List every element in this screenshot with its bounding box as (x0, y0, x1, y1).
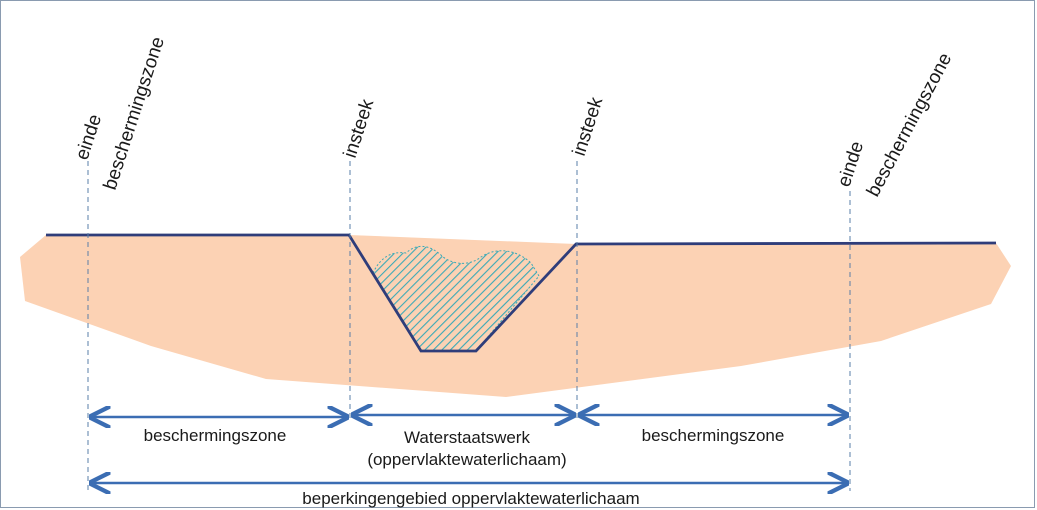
label-beperkingengebied: beperkingengebied oppervlaktewaterlichaa… (302, 489, 639, 508)
label-waterstaatswerk: Waterstaatswerk (404, 428, 530, 447)
label-right-insteek: insteek (569, 94, 608, 158)
ground-surface-line (46, 233, 997, 353)
label-right-end-einde: einde (834, 139, 868, 190)
water-body (372, 245, 540, 352)
label-oppervlaktewaterlichaam: (oppervlaktewaterlichaam) (367, 450, 566, 469)
soil-body (20, 235, 1011, 397)
label-zone-right: beschermingszone (642, 426, 785, 445)
label-left-end-einde: einde (72, 112, 106, 163)
label-right-end-beschermingszone: beschermingszone (863, 50, 956, 201)
label-left-insteek: insteek (340, 96, 379, 160)
label-left-end-beschermingszone: beschermingszone (100, 34, 169, 192)
label-zone-left: beschermingszone (144, 426, 287, 445)
